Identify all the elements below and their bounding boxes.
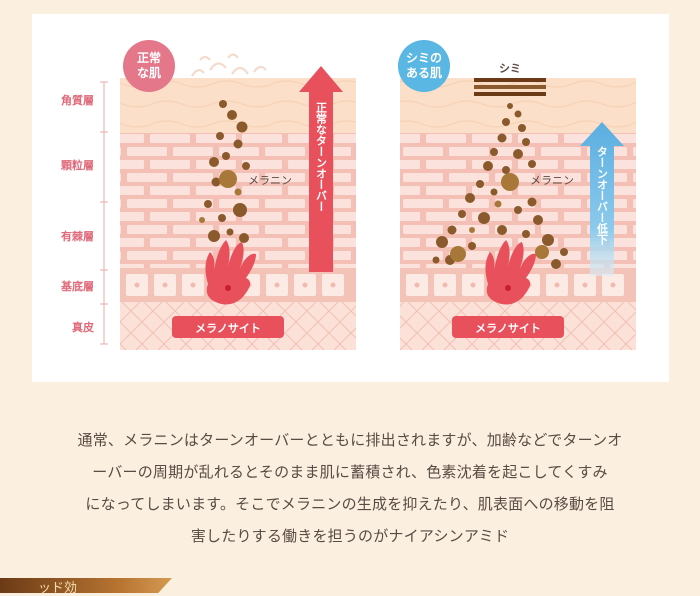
description-text: 通常、メラニンはターンオーバーとともに排出されますが、加齢などでターンオ ーバー… (30, 424, 670, 552)
normal-turnover-arrow (299, 66, 343, 272)
low-turnover-arrow (580, 122, 624, 276)
melanocyte-label-right: メラノサイト (475, 322, 541, 335)
melanin-label-right: メラニン (530, 174, 574, 187)
shed-flakes (191, 53, 267, 77)
melanocyte-label-left: メラノサイト (195, 322, 261, 335)
axis-ticks (100, 81, 108, 345)
spot-skin-panel: シミ メラニン (398, 40, 636, 350)
normal-skin-badge (123, 40, 175, 92)
description-line-3: になってしまいます。そこでメラニンの生成を抑えたり、肌表面への移動を阻 (85, 495, 615, 513)
melanocyte-right (485, 240, 536, 305)
spot-stripes (474, 78, 546, 96)
normal-turnover-label: 正常なターンオーバー (315, 102, 328, 212)
melanocyte-pill-left (172, 316, 284, 338)
normal-badge-line1: 正常 (137, 50, 161, 65)
spot-label: シミ (499, 62, 521, 75)
layer-label-corneum: 角質層 (61, 93, 94, 107)
normal-badge-line2: な肌 (137, 65, 161, 80)
spot-badge-line1: シミの (406, 51, 442, 65)
melanin-particles (204, 100, 250, 243)
spot-skin-badge (398, 40, 450, 92)
diagram-card: 角質層 顆粒層 有棘層 基底層 真皮 (32, 14, 669, 382)
melanocyte-pill-right (452, 316, 564, 338)
melanocyte-left (205, 240, 256, 305)
layer-label-granular: 顆粒層 (61, 158, 94, 172)
melanin-particles (432, 103, 568, 269)
spot-badge-line2: ある肌 (406, 65, 442, 80)
description-line-4: 害したりする働きを担うのがナイアシンアミド (190, 527, 510, 545)
layer-label-basal: 基底層 (60, 279, 94, 293)
section-heading-tab (0, 578, 172, 593)
layer-label-spinous: 有棘層 (61, 229, 94, 243)
section-heading-label: ッド効 (38, 581, 78, 596)
skin-diagram: 角質層 顆粒層 有棘層 基底層 真皮 (60, 40, 636, 350)
description-line-2: ーバーの周期が乱れるとそのまま肌に蓄積され、色素沈着を起こしてくすみ (92, 463, 608, 481)
layer-label-dermis: 真皮 (72, 320, 94, 334)
melanin-label-left: メラニン (248, 174, 292, 187)
normal-skin-panel: メラニン 正常なターンオーバー 正常 な肌 メラノサイト (120, 40, 356, 350)
description-line-1: 通常、メラニンはターンオーバーとともに排出されますが、加齢などでターンオ (77, 431, 623, 449)
low-turnover-label: ターンオーバー低下 (596, 146, 610, 246)
